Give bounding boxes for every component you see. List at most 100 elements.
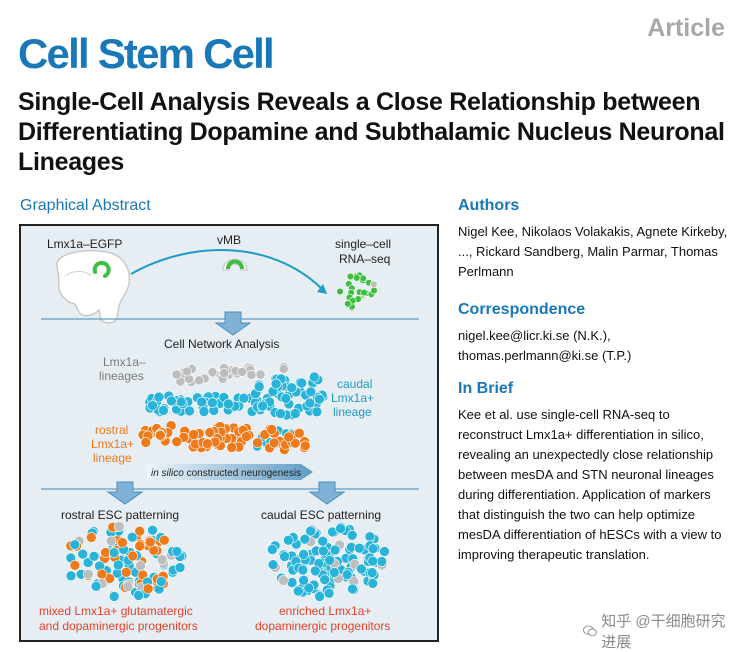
label-mixed-1: mixed Lmx1a+ glutamatergic (39, 604, 193, 618)
watermark-text: 知乎 @干细胞研究进展 (601, 613, 726, 651)
down-arrow-1 (214, 311, 252, 336)
cell-dot (90, 580, 102, 592)
cell-dot (158, 405, 169, 416)
cell-dot (283, 534, 294, 546)
wechat-logo-icon (583, 625, 597, 637)
cell-dot (270, 378, 282, 390)
cell-dot (280, 393, 292, 404)
label-cell-network: Cell Network Analysis (164, 337, 279, 351)
cell-dot (105, 535, 117, 547)
article-type: Article (647, 14, 725, 42)
cell-dot (286, 382, 298, 393)
label-enriched-2: dopaminergic progenitors (255, 619, 390, 633)
journal-logo: Cell Stem Cell (18, 30, 275, 77)
down-arrow-3 (308, 481, 346, 505)
cell-dot (355, 563, 367, 575)
cell-dot (171, 436, 183, 447)
scRNA-cell-cluster (336, 271, 378, 313)
cell-dot (278, 364, 289, 374)
cell-dot (166, 395, 177, 407)
cell-dot (86, 532, 97, 543)
cell-dot (297, 564, 309, 576)
cell-dot (367, 543, 379, 555)
cell-dot (147, 400, 158, 411)
label-caudal-2: Lmx1a+ (331, 391, 374, 405)
cell-dot (344, 300, 352, 308)
cell-dot (108, 591, 120, 602)
cell-dot (117, 537, 128, 548)
cell-dot (335, 523, 346, 534)
cell-dot (155, 430, 166, 441)
cell-dot (278, 575, 289, 586)
cell-dot (359, 274, 367, 282)
cell-dot (113, 521, 125, 532)
label-rostral-2: Lmx1a+ (91, 437, 134, 451)
cell-dot (153, 391, 165, 403)
cell-dot (226, 442, 237, 453)
cell-dot (65, 570, 77, 582)
cell-dot (311, 406, 323, 418)
cell-dot (308, 371, 320, 383)
label-enriched-1: enriched Lmx1a+ (279, 604, 371, 618)
cell-dot (171, 369, 182, 380)
label-caudal-3: lineage (333, 405, 372, 419)
cell-dot (367, 555, 379, 567)
cell-dot (324, 554, 336, 566)
cell-dot (135, 560, 146, 572)
correspondence-email-2[interactable]: thomas.perlmann@ki.se (T.P.) (458, 348, 632, 363)
cell-dot (202, 438, 213, 449)
cell-dot (134, 525, 145, 537)
process-arrow-top (130, 249, 322, 289)
cell-dot (346, 529, 358, 541)
cell-dot (303, 582, 315, 594)
authors-section: Authors Nigel Kee, Nikolaos Volakakis, A… (458, 197, 733, 282)
cell-dot (319, 574, 331, 586)
cell-dot (159, 534, 170, 546)
cell-dot (366, 567, 378, 578)
cell-dot (314, 591, 325, 602)
correspondence-heading: Correspondence (458, 301, 586, 318)
down-arrow-2 (106, 481, 144, 505)
cell-dot (364, 531, 376, 543)
cell-dot (255, 369, 266, 380)
cell-dot (238, 392, 250, 404)
rostral-cluster (65, 521, 188, 602)
article-title: Single-Cell Analysis Reveals a Close Rel… (18, 88, 725, 176)
graphical-abstract-svg: Lmx1a–EGFP vMB single–cell RNA–seq Cell … (39, 233, 419, 633)
cell-dot (267, 544, 278, 555)
cell-dot (83, 568, 94, 580)
cell-dot (257, 400, 268, 412)
watermark: 知乎 @干细胞研究进展 (583, 610, 739, 652)
in-brief-heading: In Brief (458, 380, 514, 397)
cell-dot (292, 585, 304, 597)
graphical-abstract-figure: Lmx1a–EGFP vMB single–cell RNA–seq Cell … (19, 224, 439, 642)
cell-dot (299, 440, 311, 452)
cell-dot (207, 397, 218, 408)
cell-dot (69, 539, 81, 551)
cell-dot (126, 531, 138, 543)
label-rostral-esc: rostral ESC patterning (61, 508, 179, 522)
cell-dot (317, 545, 329, 557)
network-orange-cells (137, 420, 311, 455)
cell-dot (207, 367, 218, 378)
cell-dot (194, 375, 205, 386)
cell-dot (268, 437, 280, 449)
cell-dot (305, 386, 317, 398)
correspondence-email-1[interactable]: nigel.kee@licr.ki.se (N.K.), (458, 328, 611, 343)
label-rostral-1: rostral (95, 423, 128, 437)
cell-dot (336, 287, 344, 296)
cell-dot (237, 366, 248, 377)
embryo-head-icon (56, 250, 131, 324)
cell-dot (156, 554, 168, 566)
embryo-gfp-arc (92, 260, 111, 278)
cell-dot (299, 533, 311, 545)
cell-dot (171, 546, 183, 557)
cell-dot (304, 397, 316, 409)
cell-dot (246, 369, 257, 380)
cell-dot (289, 437, 301, 449)
cell-dot (184, 405, 195, 417)
cell-dot (317, 535, 329, 547)
cell-dot (296, 377, 308, 389)
cell-dot (88, 550, 100, 562)
network-gray-cells (171, 362, 289, 387)
